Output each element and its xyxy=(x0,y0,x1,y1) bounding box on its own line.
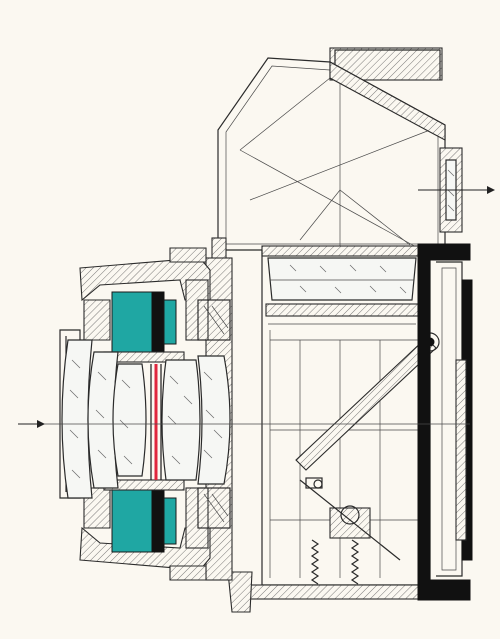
focusing-screen xyxy=(261,245,421,325)
aperture-diaphragm xyxy=(150,364,162,480)
viewfinder-housing xyxy=(217,57,446,251)
mirror-springs xyxy=(310,505,371,585)
leaf-shutter xyxy=(103,291,185,553)
film-back xyxy=(417,243,473,601)
lens-elements xyxy=(61,339,231,499)
pentaprism-viewfinder xyxy=(211,47,446,269)
